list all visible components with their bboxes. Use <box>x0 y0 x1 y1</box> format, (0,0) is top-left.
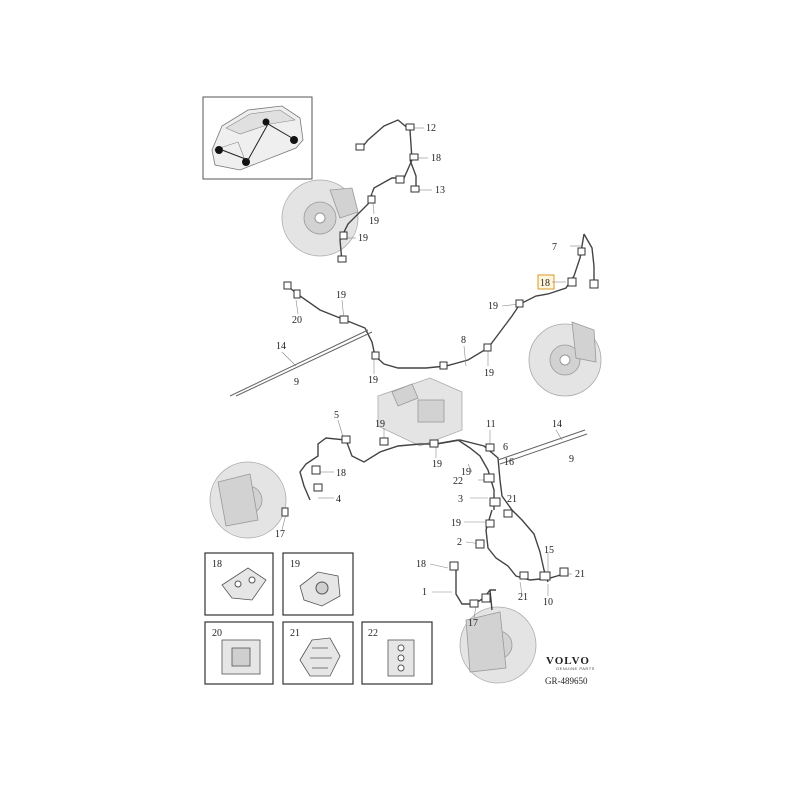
brand-name: VOLVO <box>546 655 590 667</box>
detail-panel-18: 18 <box>204 552 274 616</box>
callout-leader-lines <box>281 127 582 619</box>
callout-4: 4 <box>336 494 341 505</box>
vehicle-overview-thumbnail <box>202 96 313 180</box>
callout-17: 17 <box>468 618 478 629</box>
callout-19: 19 <box>484 368 494 379</box>
callout-19: 19 <box>369 216 379 227</box>
front-left-brake-disc <box>209 461 287 539</box>
detail-panel-label: 20 <box>212 628 222 639</box>
callout-14: 14 <box>276 341 286 352</box>
callout-12: 12 <box>426 123 436 134</box>
callout-7: 7 <box>552 242 557 253</box>
callout-19: 19 <box>488 301 498 312</box>
detail-panel-22: 22 <box>361 621 433 685</box>
detail-panel-label: 19 <box>290 559 300 570</box>
callout-19: 19 <box>368 375 378 386</box>
volvo-brand-logo: VOLVO GENUINE PARTS <box>546 655 595 671</box>
callout-20: 20 <box>292 315 302 326</box>
callout-labels: 12 18 13 19 19 7 18 19 19 20 14 9 8 19 1… <box>275 123 585 629</box>
callout-18: 18 <box>336 468 346 479</box>
callout-2: 2 <box>457 537 462 548</box>
callout-19: 19 <box>432 459 442 470</box>
diagram-reference-number: GR-489650 <box>545 676 588 686</box>
detail-panel-label: 21 <box>290 628 300 639</box>
front-right-brake-disc <box>459 606 537 684</box>
detail-panel-label: 18 <box>212 559 222 570</box>
callout-19: 19 <box>375 419 385 430</box>
rear-left-brake-disc <box>528 321 602 397</box>
callout-19: 19 <box>461 467 471 478</box>
detail-panel-21: 21 <box>282 621 354 685</box>
callout-11: 11 <box>486 419 496 430</box>
callout-17: 17 <box>275 529 285 540</box>
detail-panel-20: 20 <box>204 621 274 685</box>
callout-1: 1 <box>422 587 427 598</box>
pipe-clips <box>281 123 599 608</box>
callout-21: 21 <box>575 569 585 580</box>
detail-panel-19: 19 <box>282 552 354 616</box>
detail-panel-label: 22 <box>368 628 378 639</box>
callout-6: 6 <box>503 442 508 453</box>
callout-22: 22 <box>453 476 463 487</box>
brand-tagline: GENUINE PARTS <box>556 666 595 671</box>
callout-18: 18 <box>416 559 426 570</box>
callout-3: 3 <box>458 494 463 505</box>
callout-18: 18 <box>431 153 441 164</box>
abs-modulator-unit <box>377 377 463 447</box>
callout-18-highlighted: 18 <box>540 278 550 289</box>
rear-right-brake-disc <box>281 179 359 257</box>
callout-19: 19 <box>358 233 368 244</box>
callout-5: 5 <box>334 410 339 421</box>
callout-19: 19 <box>336 290 346 301</box>
callout-15: 15 <box>544 545 554 556</box>
callout-9: 9 <box>569 454 574 465</box>
callout-9: 9 <box>294 377 299 388</box>
callout-14: 14 <box>552 419 562 430</box>
callout-19: 19 <box>451 518 461 529</box>
callout-10: 10 <box>543 597 553 608</box>
callout-21: 21 <box>518 592 528 603</box>
callout-21: 21 <box>507 494 517 505</box>
callout-8: 8 <box>461 335 466 346</box>
callout-13: 13 <box>435 185 445 196</box>
callout-16: 16 <box>504 457 514 468</box>
